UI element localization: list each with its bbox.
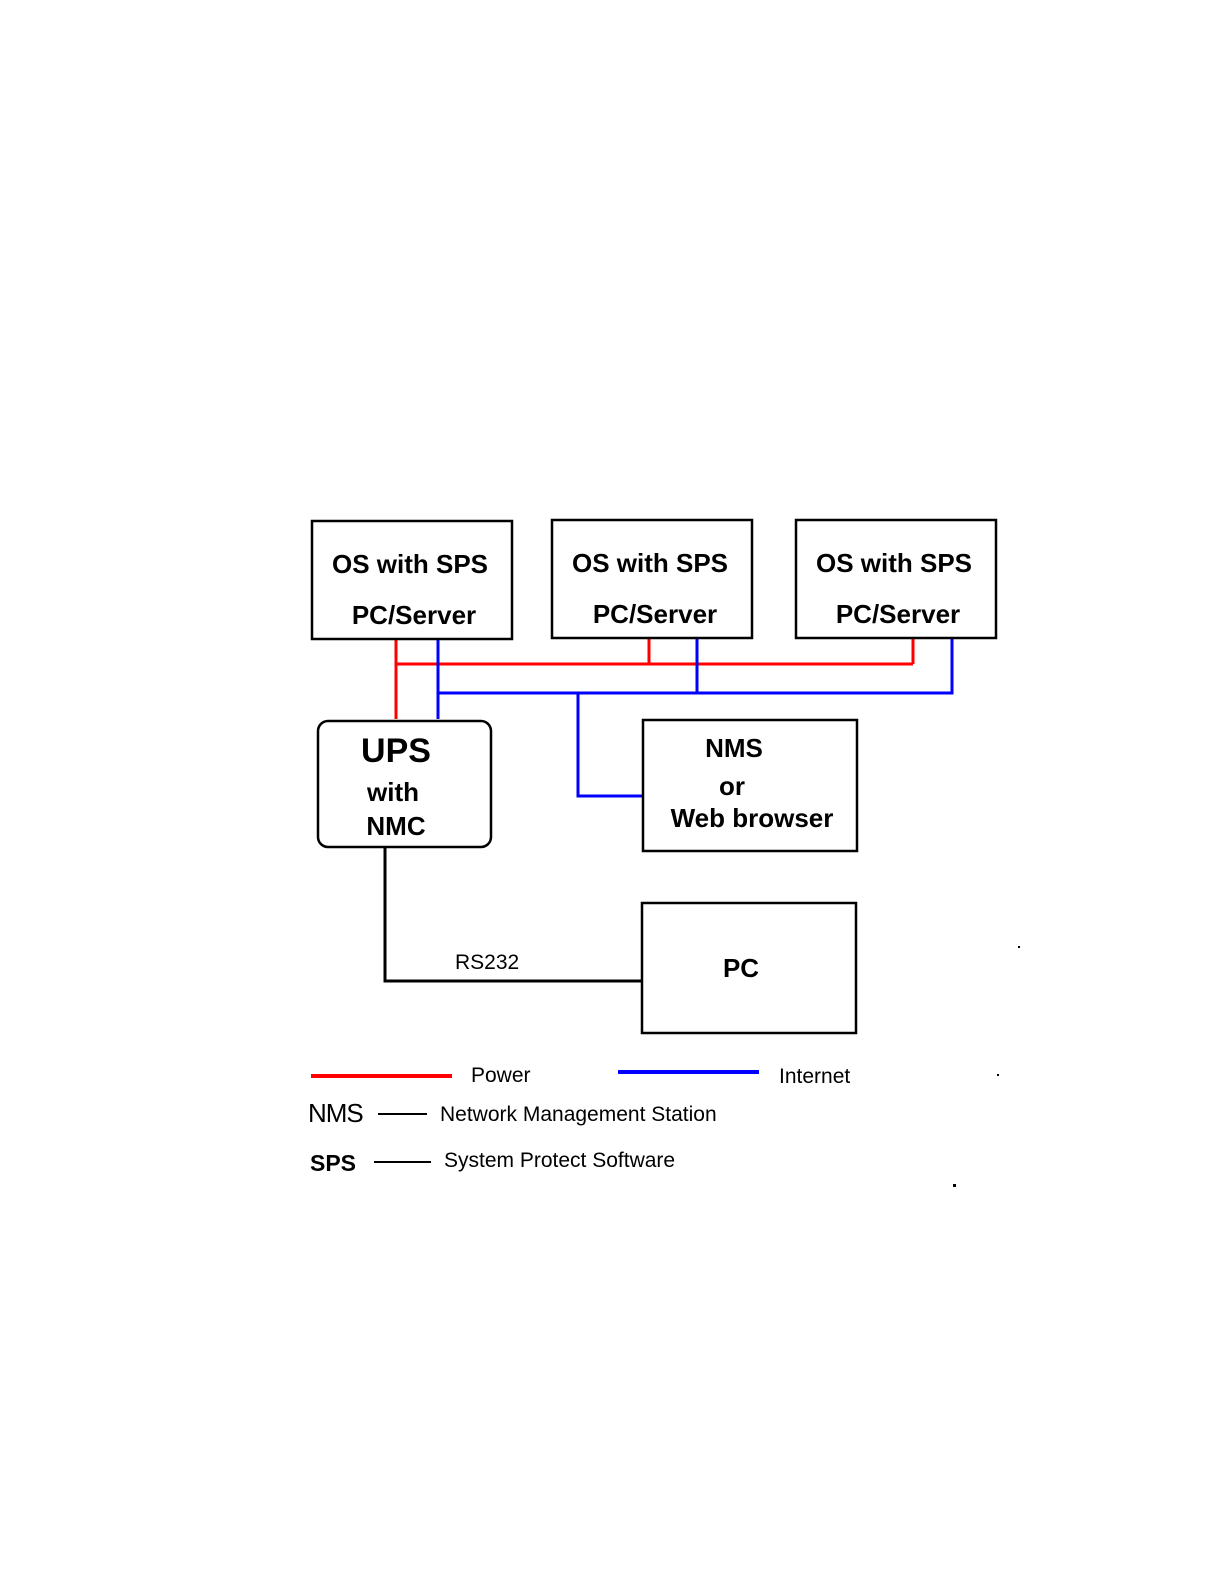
server-2-title: OS with SPS [572,548,728,578]
server-2-subtitle: PC/Server [593,599,717,629]
ups-nmc: NMC [366,811,425,841]
speck [953,1184,956,1187]
server-3-subtitle: PC/Server [836,599,960,629]
server-3-node: OS with SPS PC/Server [796,520,996,638]
server-1-title: OS with SPS [332,549,488,579]
server-1-node: OS with SPS PC/Server [312,521,512,639]
ups-node: UPS with NMC [318,721,491,847]
pc-label: PC [723,953,759,983]
nms-web-browser: Web browser [671,803,834,833]
legend-internet-label: Internet [779,1065,850,1088]
scan-specks [953,946,1020,1187]
legend: Power Internet NMS Network Management St… [308,1064,850,1176]
speck [997,1074,999,1076]
power-wires [396,638,913,719]
nms-title: NMS [705,733,763,763]
internet-wire-nms [578,693,643,796]
server-3-title: OS with SPS [816,548,972,578]
legend-power-label: Power [471,1064,531,1087]
pc-node: PC [642,903,856,1033]
legend-nms-abbr: NMS [308,1098,363,1128]
speck [1018,946,1020,948]
server-1-subtitle: PC/Server [352,600,476,630]
legend-sps-full: System Protect Software [444,1149,675,1172]
ups-with: with [366,777,419,807]
nms-or: or [719,771,745,801]
server-2-node: OS with SPS PC/Server [552,520,752,638]
ups-title: UPS [361,732,431,770]
rs232-label: RS232 [455,951,519,974]
rs232-wire-group: RS232 [385,848,642,981]
nms-node: NMS or Web browser [643,720,857,851]
legend-nms-full: Network Management Station [440,1103,717,1126]
legend-sps-abbr: SPS [310,1150,356,1176]
